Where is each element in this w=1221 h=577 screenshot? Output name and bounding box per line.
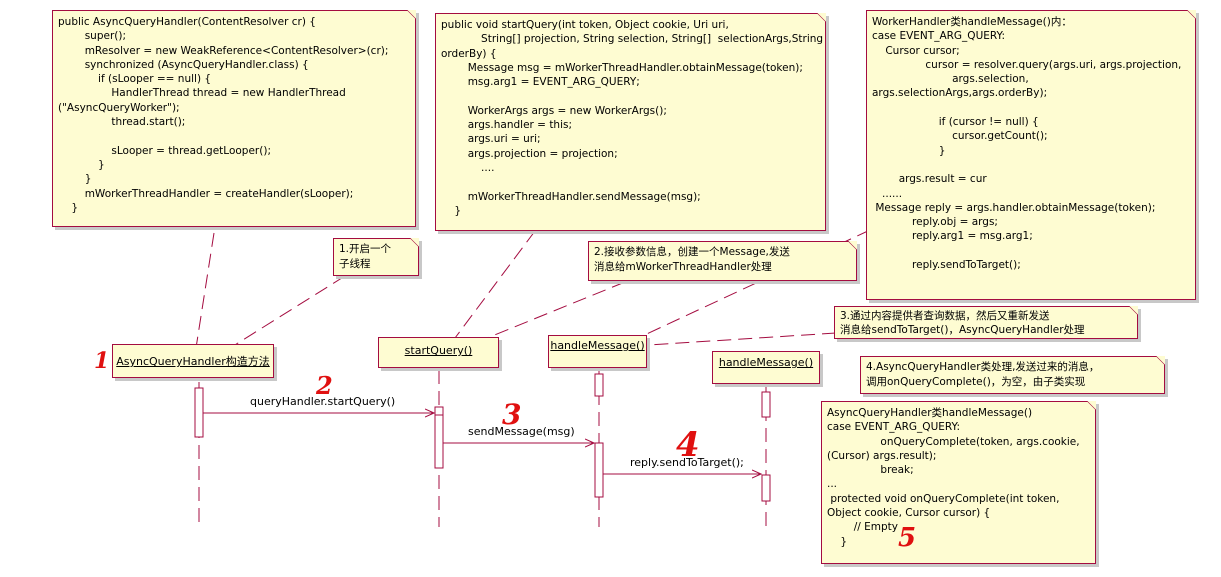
handwritten-number-5: 5	[898, 523, 917, 553]
lifeline-label-constructor: AsyncQueryHandler构造方法	[116, 355, 270, 368]
connector-step1-note	[229, 275, 346, 349]
activation-constructor	[194, 387, 204, 438]
activation-startquery-top	[434, 406, 444, 416]
message-label-sendmessage: sendMessage(msg)	[468, 425, 575, 438]
handwritten-number-2: 2	[316, 371, 333, 400]
activation-async	[761, 474, 771, 502]
note-worker-text: WorkerHandler类handleMessage()内： case EVE…	[872, 16, 1182, 272]
lifeline-head-constructor[interactable]: AsyncQueryHandler构造方法	[112, 344, 274, 378]
connector-startquery-note	[454, 230, 536, 339]
lifeline-label-worker: handleMessage()	[550, 339, 645, 352]
note-constructor-code: public AsyncQueryHandler(ContentResolver…	[52, 10, 416, 227]
message-label-sendtotarget: reply.sendToTarget();	[630, 456, 744, 469]
activation-worker-top	[594, 373, 604, 397]
handwritten-number-3: 3	[502, 398, 522, 431]
note-step4-text: 4.AsyncQueryHandler类处理,发送过来的消息， 调用onQuer…	[866, 361, 1100, 388]
lifeline-label-async: handleMessage()	[718, 356, 814, 369]
connector-step2-note	[469, 281, 626, 346]
lifeline-label-startquery: startQuery()	[404, 344, 473, 357]
connector-constructor-note	[195, 232, 215, 349]
lifeline-head-worker-handlemessage[interactable]: handleMessage()	[548, 335, 647, 368]
activation-async-top	[761, 391, 771, 418]
note-async-handlemessage-code: AsyncQueryHandler类handleMessage() case E…	[821, 401, 1096, 564]
handwritten-number-4: 4	[676, 425, 700, 465]
note-startquery-code: public void startQuery(int token, Object…	[435, 13, 826, 231]
lifeline-head-startquery[interactable]: startQuery()	[378, 337, 499, 368]
note-step4: 4.AsyncQueryHandler类处理,发送过来的消息， 调用onQuer…	[860, 356, 1165, 394]
note-constructor-text: public AsyncQueryHandler(ContentResolver…	[58, 16, 389, 214]
note-step2: 2.接收参数信息，创建一个Message,发送 消息给mWorkerThread…	[588, 241, 857, 281]
message-label-startquery: queryHandler.startQuery()	[250, 395, 396, 408]
note-step3: 3.通过内容提供者查询数据，然后又重新发送 消息给sendToTarget()，…	[834, 306, 1138, 339]
note-step1-text: 1.开启一个 子线程	[339, 243, 392, 270]
activation-worker	[594, 442, 604, 498]
note-worker-handlemessage-code: WorkerHandler类handleMessage()内： case EVE…	[866, 10, 1196, 300]
note-step3-text: 3.通过内容提供者查询数据，然后又重新发送 消息给sendToTarget()，…	[840, 310, 1085, 336]
lifeline-head-async-handlemessage[interactable]: handleMessage()	[712, 351, 820, 384]
activation-startquery	[434, 414, 444, 469]
note-startquery-text: public void startQuery(int token, Object…	[441, 19, 824, 217]
note-async-text: AsyncQueryHandler类handleMessage() case E…	[827, 407, 1080, 548]
note-step2-text: 2.接收参数信息，创建一个Message,发送 消息给mWorkerThread…	[594, 246, 790, 273]
note-step1: 1.开启一个 子线程	[333, 238, 419, 276]
handwritten-number-1: 1	[94, 348, 110, 374]
connector-step3-note	[647, 332, 837, 346]
